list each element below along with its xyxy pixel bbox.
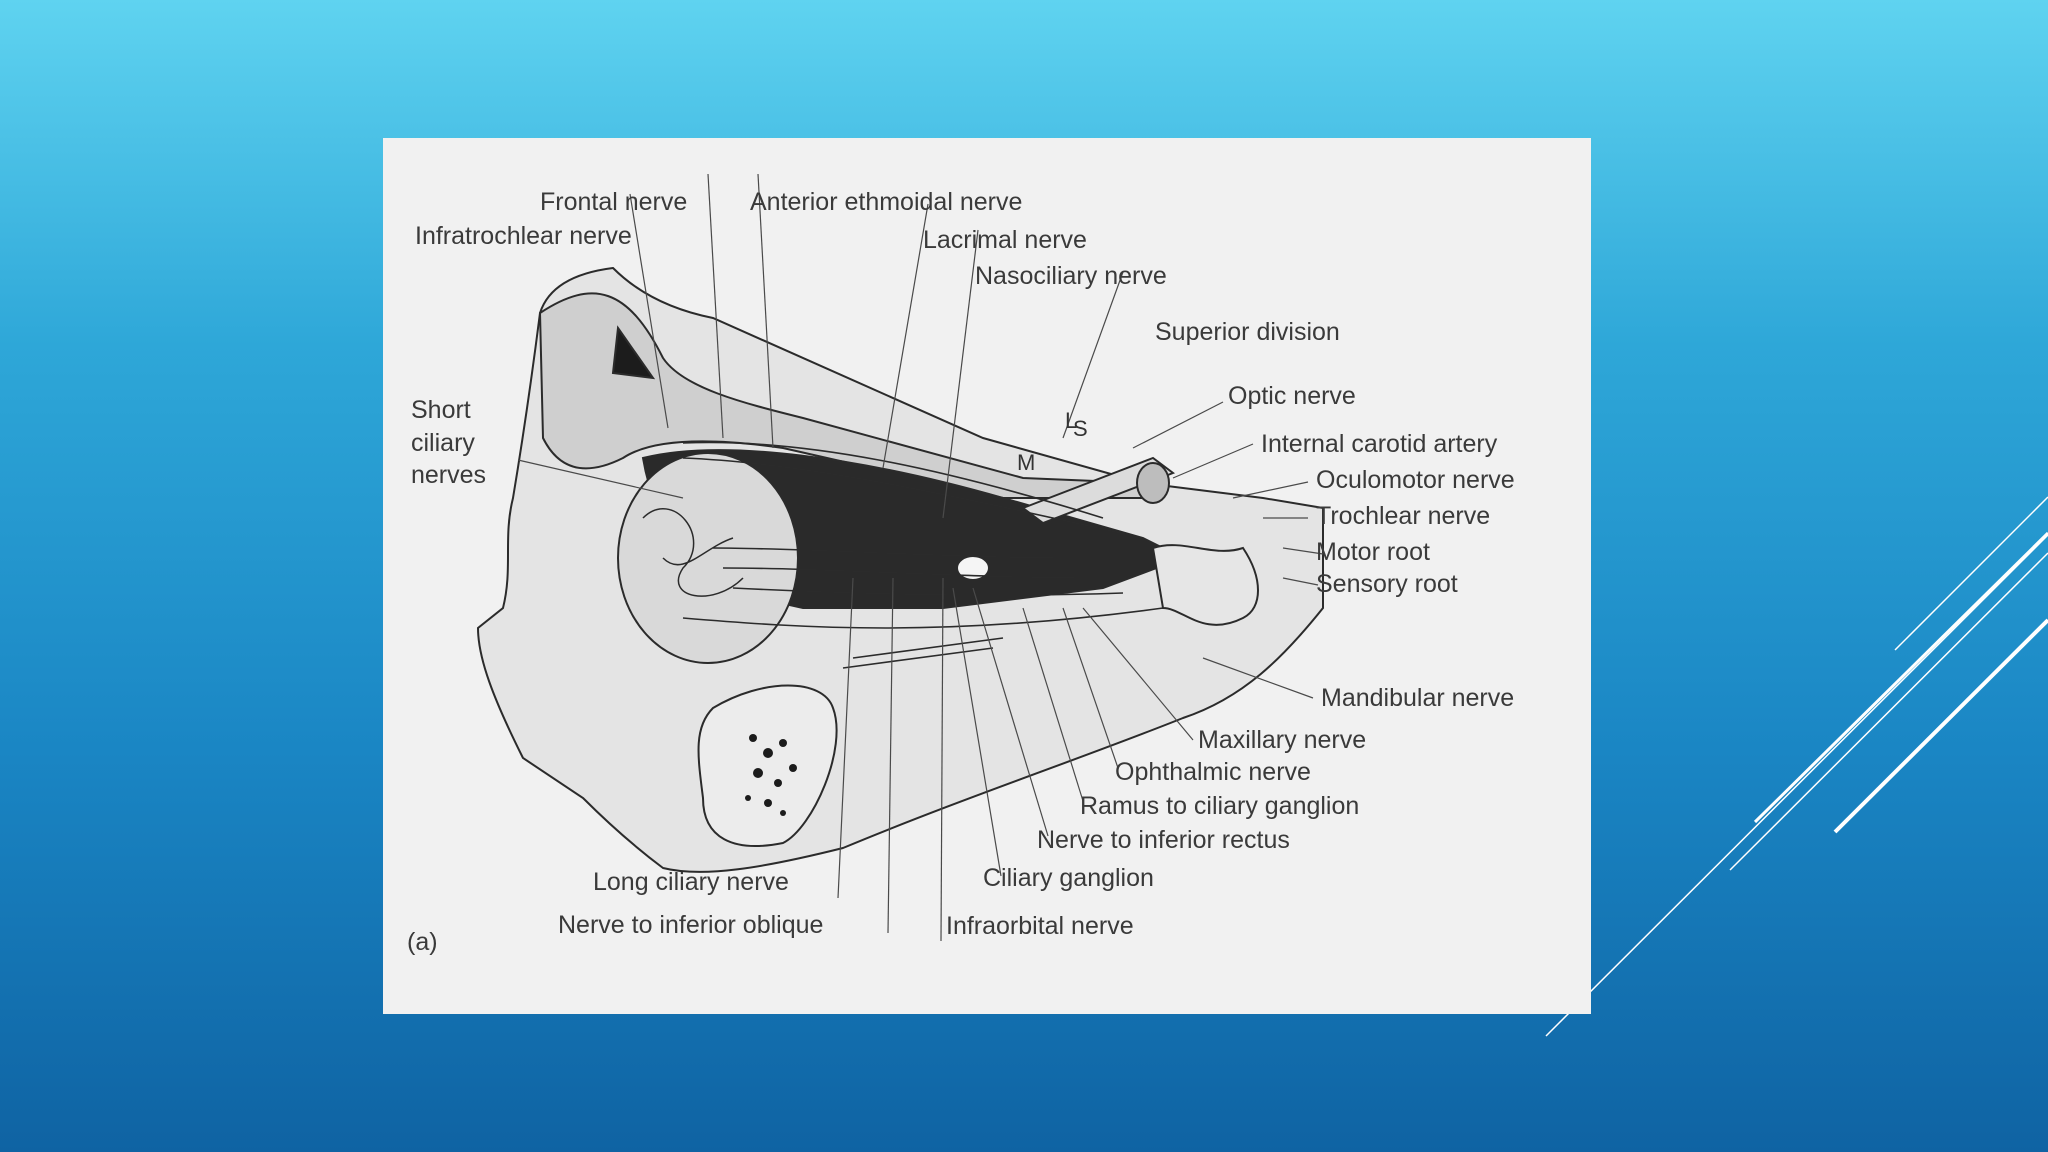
deco-line: [1835, 620, 2048, 832]
root-letter-s: S: [1073, 416, 1088, 441]
deco-line: [1755, 533, 2048, 822]
label-long-ciliary-nerve: Long ciliary nerve: [593, 870, 789, 895]
label-ciliary-ganglion: Ciliary ganglion: [983, 866, 1154, 891]
label-trochlear-nerve: Trochlear nerve: [1316, 504, 1490, 529]
eyeball: [618, 453, 798, 663]
deco-line: [1730, 553, 2048, 870]
label-nerve-to-inferior-rectus: Nerve to inferior rectus: [1037, 828, 1290, 853]
panel-label: (a): [407, 930, 438, 955]
root-letter-m: M: [1017, 450, 1035, 475]
label-nasociliary-nerve: Nasociliary nerve: [975, 264, 1167, 289]
label-lacrimal-nerve: Lacrimal nerve: [923, 228, 1087, 253]
label-oculomotor-nerve: Oculomotor nerve: [1316, 468, 1515, 493]
anatomy-figure-panel: L S M Frontal nerve Anterior ethmoidal n…: [383, 138, 1591, 1014]
label-frontal-nerve: Frontal nerve: [540, 190, 687, 215]
label-sensory-root: Sensory root: [1316, 572, 1458, 597]
label-maxillary-nerve: Maxillary nerve: [1198, 728, 1366, 753]
label-infraorbital-nerve: Infraorbital nerve: [946, 914, 1134, 939]
label-short-ciliary-nerves: Short ciliary nerves: [411, 394, 486, 492]
label-ophthalmic-nerve: Ophthalmic nerve: [1115, 760, 1311, 785]
label-mandibular-nerve: Mandibular nerve: [1321, 686, 1514, 711]
label-optic-nerve: Optic nerve: [1228, 384, 1356, 409]
deco-line: [1546, 535, 2048, 1036]
label-motor-root: Motor root: [1316, 540, 1430, 565]
carotid-artery-shape: [1137, 463, 1169, 503]
label-infratrochlear-nerve: Infratrochlear nerve: [415, 224, 632, 249]
deco-line: [1895, 497, 2048, 650]
label-nerve-to-inferior-oblique: Nerve to inferior oblique: [558, 913, 823, 938]
label-superior-division: Superior division: [1155, 320, 1340, 345]
label-internal-carotid-artery: Internal carotid artery: [1261, 432, 1497, 457]
label-anterior-ethmoidal-nerve: Anterior ethmoidal nerve: [750, 190, 1022, 215]
label-ramus-to-ciliary-ganglion: Ramus to ciliary ganglion: [1080, 794, 1359, 819]
